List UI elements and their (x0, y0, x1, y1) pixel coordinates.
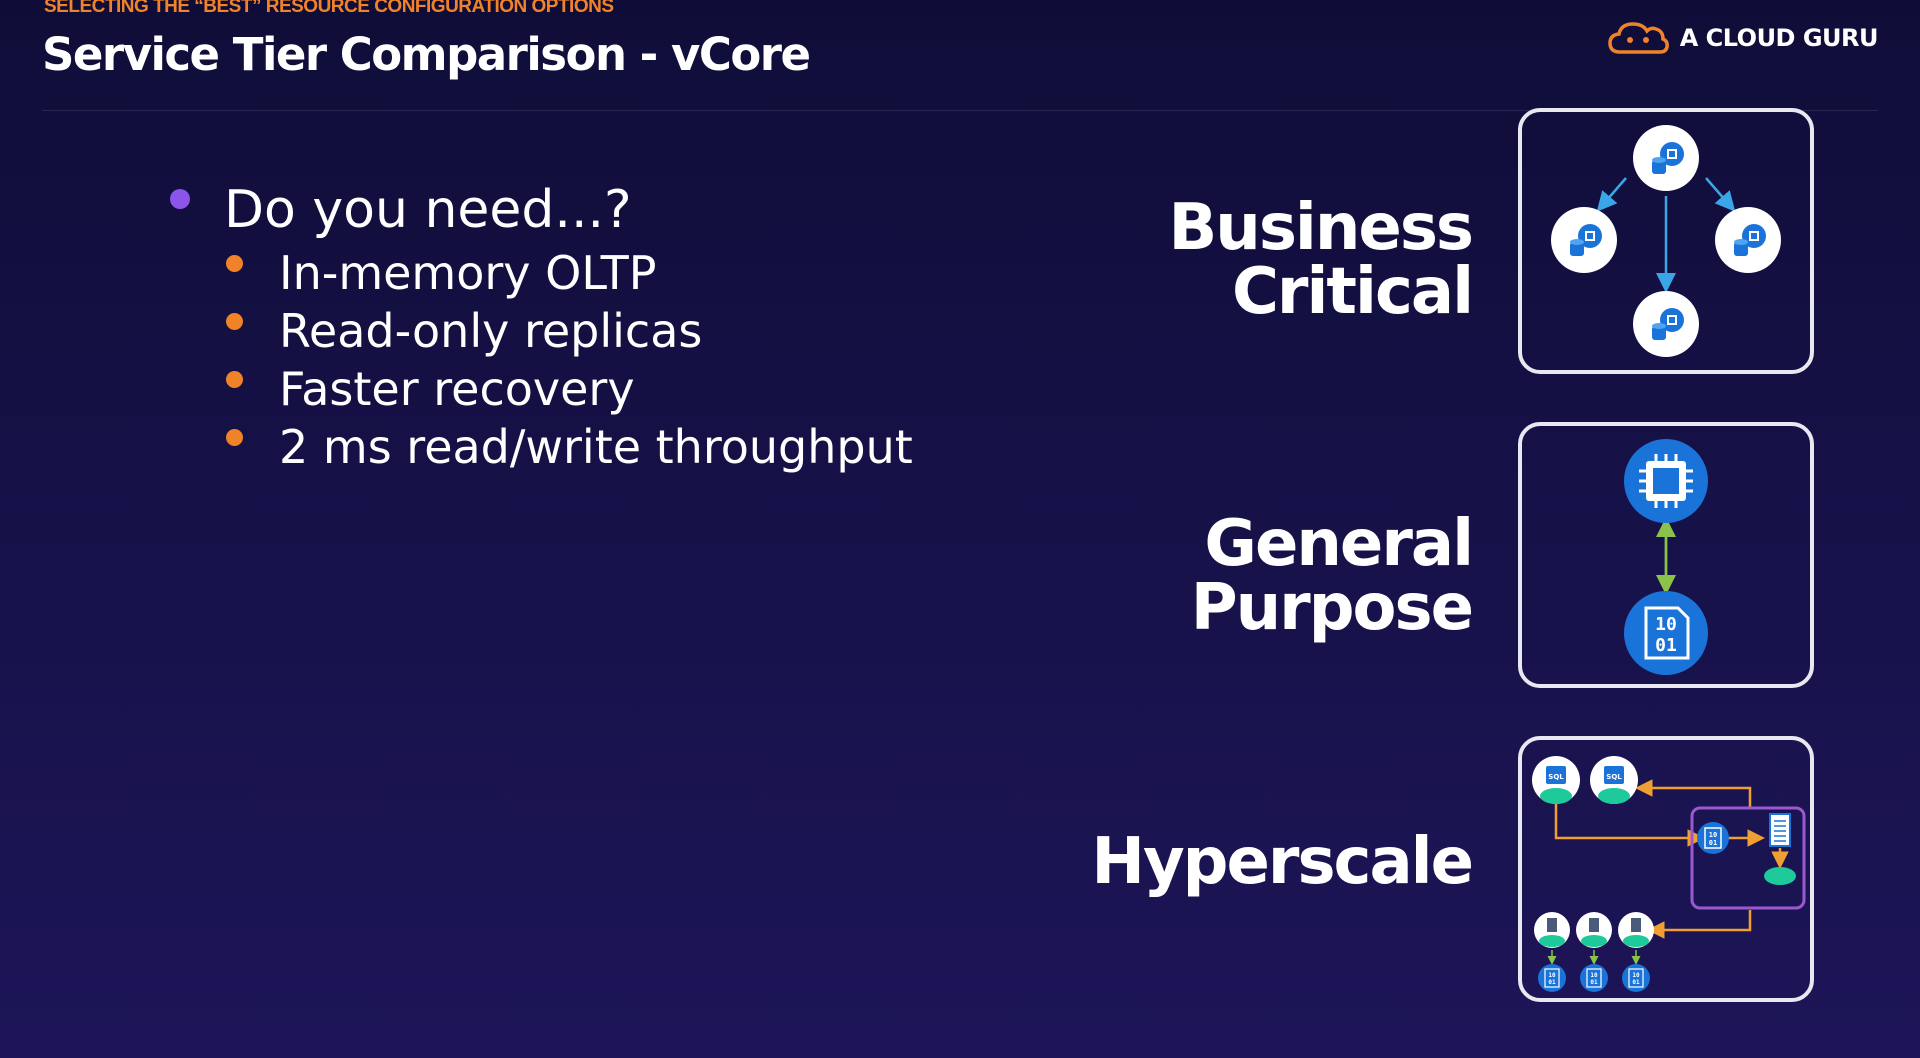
tier-label-line: Purpose (1190, 571, 1474, 645)
page-server-group (1690, 806, 1806, 910)
binary-text-bottom: 01 (1632, 979, 1640, 986)
page-storage-binary-icon: 10 01 (1580, 964, 1608, 992)
tier-label-general-purpose: General Purpose (1190, 507, 1474, 645)
bullet-dot-icon (226, 428, 243, 446)
binary-text-top: 10 (1590, 972, 1598, 979)
tier-label-line: General (1204, 507, 1474, 581)
bullet-item: Read-only replicas (226, 302, 913, 360)
bullet-dot-icon (226, 370, 243, 388)
binary-text-top: 10 (1709, 831, 1717, 839)
binary-text-top: 10 (1632, 972, 1640, 979)
page-storage-binary-icon: 10 01 (1622, 964, 1650, 992)
compute-cpu-icon (1624, 439, 1708, 523)
hyperscale-diagram: SQL SQL 10 01 (1518, 736, 1814, 1002)
bullet-main-text: Do you need...? (224, 180, 632, 240)
storage-binary-icon: 10 01 (1624, 591, 1708, 675)
tier-label-line: Critical (1231, 255, 1474, 329)
section-kicker: SELECTING THE “BEST” RESOURCE CONFIGURAT… (44, 0, 614, 17)
sql-compute-icon: SQL (1590, 756, 1638, 804)
replica-compute-icon (1534, 912, 1570, 948)
bullet-item: Faster recovery (226, 360, 913, 418)
binary-text-top: 10 (1548, 972, 1556, 979)
page-storage-binary-icon: 10 01 (1538, 964, 1566, 992)
tier-label-business-critical: Business Critical (1168, 191, 1474, 329)
bullet-item-text: 2 ms read/write throughput (279, 420, 913, 474)
sql-label: SQL (1548, 773, 1564, 781)
bullet-item: In-memory OLTP (226, 244, 913, 302)
replica-node-icon (1633, 291, 1699, 357)
brand-name: A CLOUD GURU (1679, 24, 1879, 52)
tier-label-hyperscale: Hyperscale (1091, 825, 1474, 899)
bullet-item: 2 ms read/write throughput (226, 418, 913, 476)
binary-text-bottom: 01 (1655, 635, 1677, 656)
slide-title: Service Tier Comparison - vCore (42, 28, 811, 81)
business-critical-diagram (1518, 108, 1814, 374)
replica-node-icon (1715, 207, 1781, 273)
bullet-list: Do you need...? In-memory OLTP Read-only… (170, 176, 913, 476)
replica-node-icon (1633, 125, 1699, 191)
replica-compute-icon (1576, 912, 1612, 948)
log-storage-icon (1764, 867, 1796, 885)
bullet-item-text: In-memory OLTP (279, 246, 657, 300)
general-purpose-diagram: 10 01 (1518, 422, 1814, 688)
sql-compute-icon: SQL (1532, 756, 1580, 804)
page-server-binary-icon: 10 01 (1697, 822, 1729, 854)
binary-text-top: 10 (1655, 614, 1677, 635)
sql-label: SQL (1606, 773, 1622, 781)
bullet-dot-icon (226, 312, 243, 330)
cloud-logo-icon (1607, 22, 1669, 54)
replica-compute-icon (1618, 912, 1654, 948)
header-divider (42, 110, 1878, 111)
binary-text-bottom: 01 (1548, 979, 1556, 986)
tier-label-line: Hyperscale (1091, 825, 1474, 899)
tier-label-line: Business (1168, 191, 1474, 265)
brand-logo: A CLOUD GURU (1606, 18, 1879, 58)
bullet-dot-icon (226, 254, 243, 272)
bullet-dot-icon (170, 189, 190, 209)
log-document-icon (1769, 813, 1791, 847)
bullet-item-text: Faster recovery (279, 362, 635, 416)
bullet-main: Do you need...? (170, 176, 913, 244)
binary-text-bottom: 01 (1709, 839, 1717, 847)
bullet-item-text: Read-only replicas (279, 304, 703, 358)
replica-node-icon (1551, 207, 1617, 273)
binary-text-bottom: 01 (1590, 979, 1598, 986)
